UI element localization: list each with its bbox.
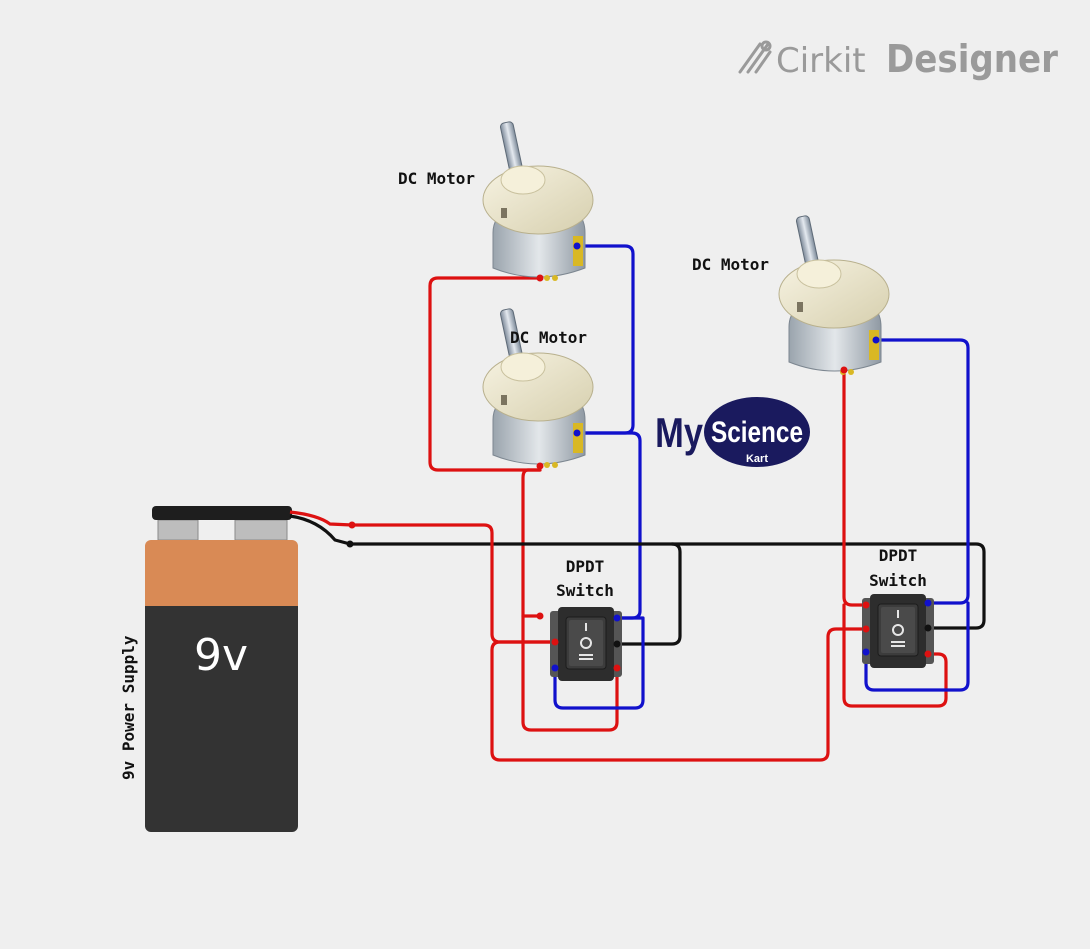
dpdt-switch-1[interactable] [549, 606, 623, 682]
wire-red-motor3-switch2[interactable] [842, 368, 868, 607]
myscience-logo: My Science Kart [655, 397, 810, 467]
wire-blue-motor3-switch2[interactable] [874, 338, 970, 605]
logo-my: My [655, 410, 703, 457]
switch-1-pins [536, 612, 621, 672]
wire-black-switch2[interactable] [670, 542, 986, 630]
switch-2-label-line1: DPDT [879, 546, 918, 565]
dc-motor-3[interactable] [778, 214, 890, 376]
motor-1-label: DC Motor [398, 169, 475, 188]
switch-2-pins [862, 599, 932, 658]
wire-black-battery[interactable] [348, 542, 682, 646]
wires [348, 244, 986, 762]
battery-component-label: 9v Power Supply [119, 635, 138, 780]
wire-red-motor1-motor2[interactable] [428, 276, 542, 472]
logo-science-ellipse [704, 397, 810, 467]
dpdt-switch-2[interactable] [861, 593, 935, 669]
cirkit-designer-brand: Cirkit Designer [738, 37, 1058, 81]
motor-2-label: DC Motor [510, 328, 587, 347]
wire-red-switch2-cross[interactable] [842, 603, 948, 708]
brand-cirkit: Cirkit [776, 41, 866, 81]
switch-1-label-line2: Switch [556, 581, 614, 600]
brand-designer: Designer [886, 37, 1058, 81]
motor-3-label: DC Motor [692, 255, 769, 274]
battery-value-label: 9v [194, 630, 248, 681]
cirkit-logo-icon [738, 40, 772, 74]
wire-red-switch1-cross[interactable] [521, 614, 619, 732]
wire-red-switch1-bottom[interactable] [490, 627, 868, 762]
logo-science: Science [711, 416, 803, 449]
wire-blue-switch2-cross[interactable] [864, 601, 970, 692]
battery-9v[interactable]: 9v [145, 506, 356, 832]
switch-1-label-line1: DPDT [566, 557, 605, 576]
switch-2-label-line2: Switch [869, 571, 927, 590]
dc-motor-1[interactable] [482, 120, 594, 282]
logo-kart: Kart [746, 453, 768, 465]
wire-red-motor2-switch1[interactable] [521, 468, 542, 618]
wire-blue-switch1-cross[interactable] [553, 616, 645, 710]
